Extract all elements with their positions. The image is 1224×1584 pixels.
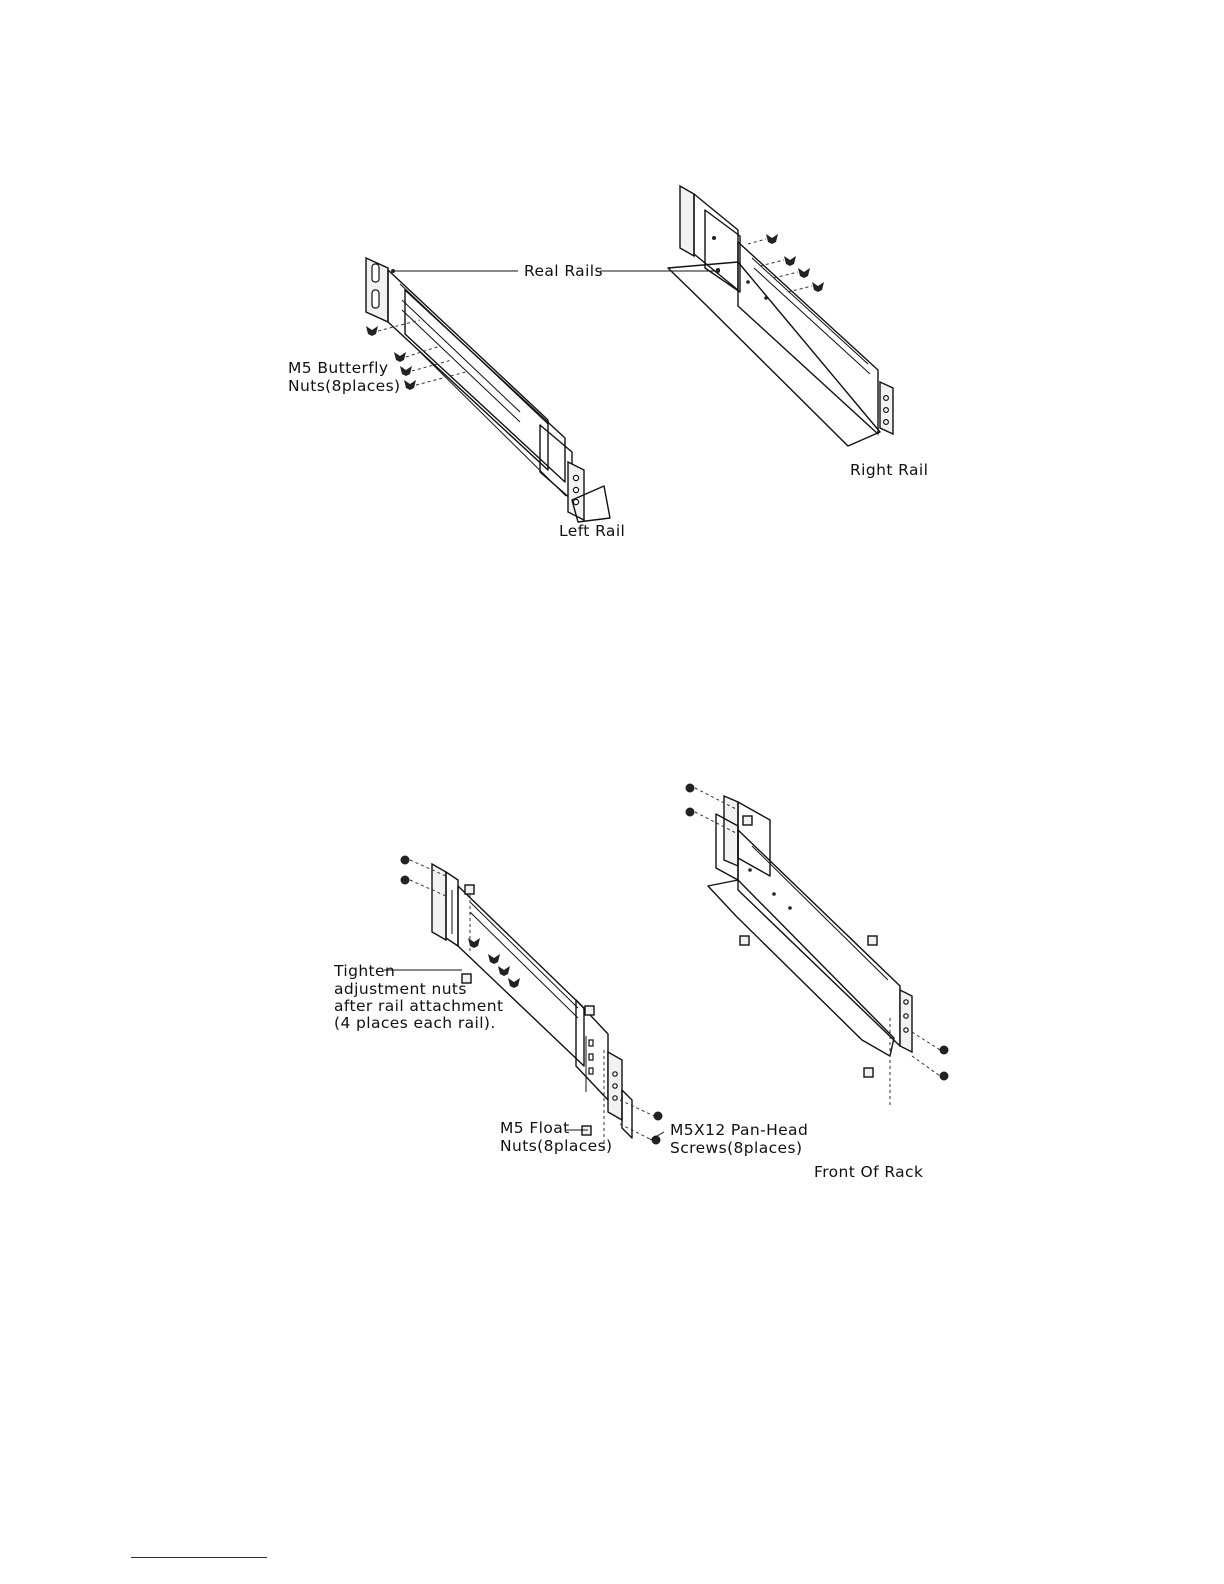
screws-label-line1: M5X12 Pan-Head bbox=[670, 1121, 808, 1139]
butterfly-nut-icon bbox=[766, 234, 824, 292]
right-rail-label: Right Rail bbox=[850, 461, 928, 479]
left-rail-label: Left Rail bbox=[559, 522, 625, 540]
rails-mounted-in-rack-drawing bbox=[0, 740, 1224, 1240]
screws-label-line2: Screws(8places) bbox=[670, 1139, 802, 1157]
butterfly-nuts-label-line2: Nuts(8places) bbox=[288, 377, 401, 395]
float-nuts-label-line2: Nuts(8places) bbox=[500, 1137, 613, 1155]
front-of-rack-label: Front Of Rack bbox=[814, 1163, 923, 1181]
butterfly-nuts-label-line1: M5 Butterfly bbox=[288, 359, 388, 377]
left-rail bbox=[366, 258, 610, 522]
footer-rule bbox=[131, 1557, 267, 1558]
tighten-label-line2: adjustment nuts bbox=[334, 980, 467, 998]
float-nuts-label-line1: M5 Float bbox=[500, 1119, 570, 1137]
tighten-label-line4: (4 places each rail). bbox=[334, 1014, 496, 1032]
real-rails-label: Real Rails bbox=[524, 262, 603, 280]
right-rail-mounted bbox=[708, 796, 912, 1056]
rail-assembly-diagram-top: Real Rails M5 Butterfly Nuts(8places) Le… bbox=[0, 0, 1224, 620]
right-rail bbox=[668, 186, 893, 446]
tighten-label-line3: after rail attachment bbox=[334, 997, 503, 1015]
tighten-label-line1: Tighten bbox=[334, 962, 395, 980]
rail-mounting-diagram-bottom: Tighten adjustment nuts after rail attac… bbox=[0, 740, 1224, 1240]
float-nut-icon bbox=[740, 816, 877, 1077]
